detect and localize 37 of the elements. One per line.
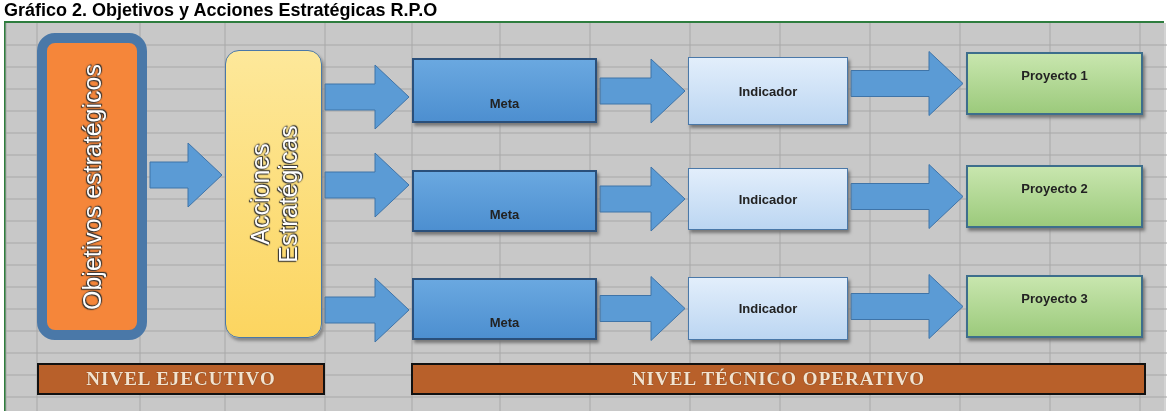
project-box	[966, 165, 1143, 228]
node-label: Proyecto 2	[1021, 181, 1088, 196]
block-arrow	[850, 274, 964, 339]
node-label: Objetivos estratégicos	[78, 62, 106, 312]
node-label: Meta	[489, 206, 520, 222]
indicator-box	[688, 277, 848, 340]
project-box	[966, 52, 1143, 115]
goal-box	[412, 170, 597, 232]
level-band	[37, 363, 325, 395]
block-arrow	[599, 58, 686, 124]
objective-box	[37, 33, 147, 340]
diagram-title: Gráfico 2. Objetivos y Acciones Estratégicas R.P.O	[4, 0, 438, 20]
node-label: Indicador	[738, 301, 798, 316]
node-label: Meta	[489, 96, 520, 111]
block-arrow	[149, 142, 223, 208]
node-label: NIVEL EJECUTIVO	[86, 368, 276, 390]
node-label: Indicador	[738, 191, 798, 207]
goal-box	[412, 278, 597, 340]
indicator-box	[688, 168, 848, 230]
block-arrow	[850, 164, 964, 229]
indicator-box	[688, 57, 848, 125]
node-label: NIVEL TÉCNICO OPERATIVO	[631, 368, 926, 390]
node-label: Proyecto 3	[1021, 291, 1088, 306]
node-label: Acciones Estratégicas	[245, 124, 302, 265]
block-arrow	[599, 276, 686, 341]
node-label: Indicador	[738, 83, 798, 99]
block-arrow	[324, 277, 410, 343]
project-box	[966, 275, 1143, 338]
action-box	[225, 50, 322, 338]
level-band	[411, 363, 1146, 395]
block-arrow	[324, 64, 410, 130]
block-arrow	[599, 166, 686, 232]
node-label: Meta	[489, 314, 520, 330]
node-label: Proyecto 1	[1021, 68, 1088, 83]
block-arrow	[850, 51, 964, 116]
block-arrow	[324, 152, 410, 218]
goal-box	[412, 58, 597, 123]
